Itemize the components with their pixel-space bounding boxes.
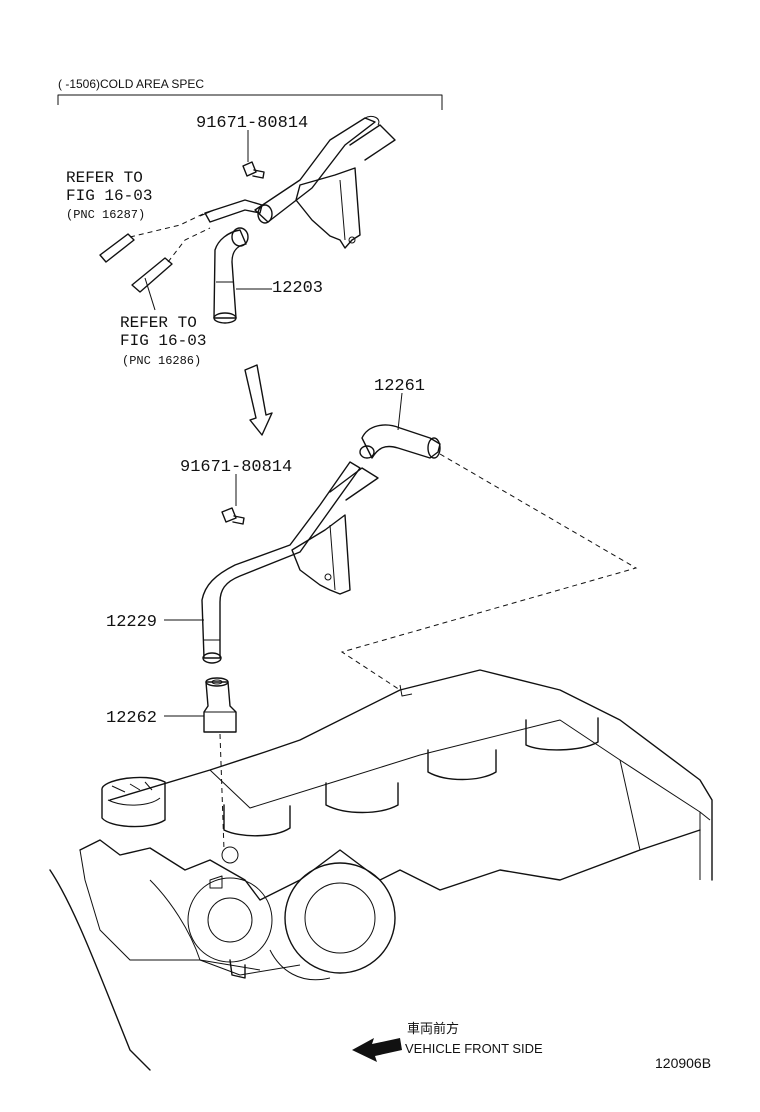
condition-bracket: ( -1506)COLD AREA SPEC (57, 77, 443, 110)
reference-b: REFER TO FIG 16-03 (PNC 16286) (120, 314, 206, 368)
ref-b-line2: FIG 16-03 (120, 332, 206, 350)
direction-label-en: VEHICLE FRONT SIDE (405, 1041, 543, 1056)
reference-a: REFER TO FIG 16-03 (PNC 16287) (66, 169, 152, 222)
ref-a-line3: (PNC 16287) (66, 208, 145, 222)
front-direction-arrow-icon (352, 1038, 402, 1062)
ref-b-line1: REFER TO (120, 314, 197, 332)
lower-assembly (201, 424, 441, 733)
ref-a-line1: REFER TO (66, 169, 143, 187)
direction-label-jp: 車両前方 (407, 1021, 459, 1036)
part-number-grommet: 12262 (106, 709, 157, 728)
vehicle-front-indicator: 車両前方 VEHICLE FRONT SIDE (352, 1021, 543, 1062)
ref-b-line3: (PNC 16286) (122, 354, 201, 368)
condition-label: ( -1506)COLD AREA SPEC (58, 77, 204, 91)
part-number-hose-upper: 12203 (272, 279, 323, 298)
upper-assembly (99, 115, 396, 324)
part-number-hose-elbow: 12261 (374, 377, 425, 396)
figure-id: 120906B (655, 1055, 711, 1071)
engine-outline (49, 669, 713, 1071)
part-number-bolt-lower: 91671-80814 (180, 458, 292, 477)
part-number-pipe: 12229 (106, 613, 157, 632)
part-number-bolt-upper: 91671-80814 (196, 114, 308, 133)
ref-a-line2: FIG 16-03 (66, 187, 152, 205)
transition-arrow (244, 364, 273, 436)
